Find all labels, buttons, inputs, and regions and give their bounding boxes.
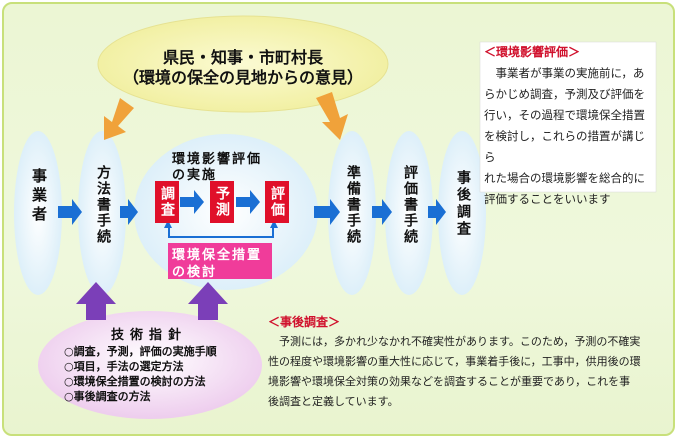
note-eia-line: 評価することをいいます	[484, 192, 611, 206]
junbisho-label: 準備書手続	[345, 165, 361, 245]
citizens-line1: 県民・知事・市町村長	[162, 48, 323, 67]
kento-box	[168, 243, 272, 279]
note-post-line: 後調査と定義しています。	[268, 395, 399, 408]
note-eia-line: 事業者が事業の実施前に，あ	[484, 66, 645, 80]
guideline-item-2: ○項目，手法の選定方法	[64, 360, 184, 373]
arrow-3	[314, 199, 340, 225]
note-eia-line: らかじめ調査，予測及び評価を	[484, 87, 645, 101]
purple-arrows	[76, 282, 228, 320]
arrow-5	[428, 199, 446, 225]
note-post-line: 性の程度や環境影響の重大性に応じて，事業着手後に，工事中，供用後の環	[268, 355, 641, 368]
kento-line1: 環境保全措置	[172, 248, 263, 263]
kento-line2: の検討	[172, 265, 218, 280]
hyoka-box	[265, 181, 289, 223]
jigyosha-ellipse	[14, 131, 62, 295]
arrow-inner-1	[180, 190, 204, 214]
guideline-ellipse	[38, 311, 262, 419]
citizens-ellipse	[97, 15, 389, 113]
note-eia-line: を検討し，これらの措置が講じら	[484, 129, 645, 164]
note-eia-box	[479, 41, 657, 193]
guideline-title: 技術指針	[110, 328, 187, 343]
note-post-line: 予測には，多かれ少なかれ不確実性があります。このため，予測の不確実	[268, 335, 641, 348]
chosa-box	[155, 181, 179, 223]
yosoku-label: 予測	[214, 186, 230, 218]
note-eia-line: 行い，その過程で環境保全措置	[484, 108, 645, 122]
feedback-loop	[164, 220, 278, 238]
flow-arrows	[58, 190, 446, 238]
arrow-2	[120, 199, 138, 225]
arrow-inner-2	[236, 190, 260, 214]
hyoka-label: 評価	[269, 186, 285, 218]
note-eia-line: れた場合の環境影響を総合的に	[484, 171, 645, 185]
jigochosa-ellipse	[438, 131, 486, 295]
arrow-4	[372, 199, 392, 225]
guideline-item-1: ○調査，予測，評価の実施手順	[64, 345, 217, 358]
eia-title-1: 環境影響評価	[172, 152, 263, 167]
note-post-line: 境影響や環境保全対策の効果などを調査することが重要であり，これを事	[268, 375, 631, 388]
eia-title-2: の実施	[172, 168, 218, 183]
jigochosa-label: 事後調査	[455, 170, 471, 238]
yosoku-box	[210, 181, 234, 223]
arrow-1	[58, 199, 82, 225]
junbisho-ellipse	[328, 131, 376, 295]
note-eia: ＜環境影響評価＞ 事業者が事業の実施前に，あ らかじめ調査，予測及び評価を 行い…	[484, 42, 656, 210]
note-post: ＜事後調査＞ 予測には，多かれ少なかれ不確実性があります。このため，予測の不確実…	[268, 312, 664, 412]
orange-arrows	[104, 92, 348, 140]
purple-arrow-right	[188, 282, 228, 320]
purple-arrow-left	[76, 282, 116, 320]
citizens-line2: （環境の保全の見地からの意見）	[122, 68, 363, 87]
orange-arrow-right	[316, 92, 348, 140]
jigyosha-label: 事業者	[30, 168, 48, 225]
note-eia-title: ＜環境影響評価＞	[484, 45, 581, 59]
hyokasho-ellipse	[385, 131, 433, 295]
note-post-title: ＜事後調査＞	[268, 315, 341, 329]
hohosho-label: 方法書手続	[95, 165, 111, 245]
hyokasho-label: 評価書手続	[402, 165, 418, 245]
chosa-label: 調査	[159, 186, 175, 218]
guideline-item-4: ○事後調査の方法	[64, 390, 151, 403]
orange-arrow-left	[104, 98, 134, 140]
hohosho-ellipse	[78, 131, 126, 295]
guideline-item-3: ○環境保全措置の検討の方法	[64, 375, 206, 388]
